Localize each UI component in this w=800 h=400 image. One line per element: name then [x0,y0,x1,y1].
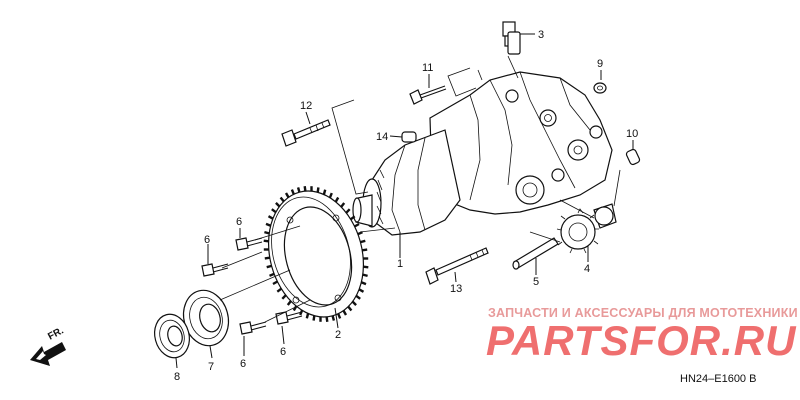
callout-6-a: 6 [236,216,242,228]
gear-tooth [269,272,275,277]
gear-tooth [331,315,336,321]
gear-tooth [271,208,277,214]
bearing-part-7 [182,289,230,347]
gear-tooth [286,300,292,306]
callout-2: 2 [335,329,341,341]
gear-tooth [325,316,329,322]
gear-tooth [354,222,360,228]
washer-part-9 [593,82,607,94]
gear-tooth [345,208,351,214]
watermark-brand: PARTSFOR.RU [486,317,797,364]
callout-4: 4 [584,263,590,275]
dowel-part-14 [401,131,417,143]
callout-10: 10 [626,128,638,140]
dowel-part-10 [625,148,641,166]
gear-tooth [290,189,295,195]
gear-tooth [267,215,274,220]
callout-5: 5 [533,276,539,288]
callout-14: 14 [376,131,388,143]
gear-tooth [349,215,356,221]
gear-tooth [296,187,301,193]
bolt-part-6-b [201,263,229,277]
gear-tooth [363,265,369,269]
gear-tooth [265,222,272,227]
callout-labels: 1 2 3 4 5 6 6 6 6 7 8 9 10 11 12 13 14 [174,29,638,383]
callout-7: 7 [208,361,214,373]
gear-tooth [264,230,270,235]
gear-tooth [276,287,283,293]
gear-tooth [362,248,368,252]
leader-lines [175,33,634,369]
gear-tooth [316,187,320,193]
callout-6-c: 6 [240,358,246,370]
gear-tooth [305,313,310,319]
gear-tooth [272,280,278,286]
diagram-code: HN24–E1600 B [680,373,756,385]
bearing-part-8 [154,313,190,359]
bolt-part-6-c [239,321,267,335]
gear-tooth [337,313,342,319]
callout-8: 8 [174,371,180,383]
callout-6-b: 6 [204,234,210,246]
gear-tooth [360,239,366,244]
gear-tooth [322,189,327,195]
gear-tooth [357,231,363,236]
callout-1: 1 [397,258,403,270]
callout-3: 3 [538,29,544,41]
callout-11: 11 [422,62,433,74]
bolt-part-13 [425,247,489,285]
ring-gear-part-2 [263,186,369,322]
gear-tooth [263,239,269,243]
gear-tooth [351,300,357,306]
bolt-part-11 [409,85,447,105]
gear-tooth [334,196,340,203]
callout-12: 12 [300,100,312,112]
gear-tooth [360,281,367,286]
sensor-part-3 [502,21,532,55]
gear-part-4 [556,203,617,254]
bolt-part-6-a [235,237,263,251]
gear-tooth [340,202,346,208]
gear-tooth [358,288,365,293]
callout-6-d: 6 [280,346,286,358]
gear-tooth [328,192,333,199]
gear-tooth [281,294,287,300]
gear-tooth [362,273,368,278]
watermark: ЗАПЧАСТИ И АКСЕССУАРЫ ДЛЯ МОТОТЕХНИКИ PA… [486,306,798,364]
gear-tooth [342,310,348,316]
gear-tooth [279,196,285,203]
bolt-part-12 [281,119,331,147]
watermark-tagline: ЗАПЧАСТИ И АКСЕССУАРЫ ДЛЯ МОТОТЕХНИКИ [488,306,798,320]
gear-tooth [284,192,290,198]
callout-13: 13 [450,283,462,295]
gear-tooth [355,294,361,300]
bolt-part-6-d [275,311,303,325]
gear-tooth [312,315,316,321]
gear-tooth [303,186,307,192]
gear-tooth [264,256,270,260]
front-direction-arrow: FR. [30,325,66,366]
front-direction-label: FR. [46,325,66,342]
gear-tooth [266,264,272,269]
callout-9: 9 [597,58,603,70]
gear-tooth [347,305,353,312]
gear-tooth [275,202,281,208]
gear-case-housing [352,71,613,236]
shaft-part-5 [512,237,559,270]
